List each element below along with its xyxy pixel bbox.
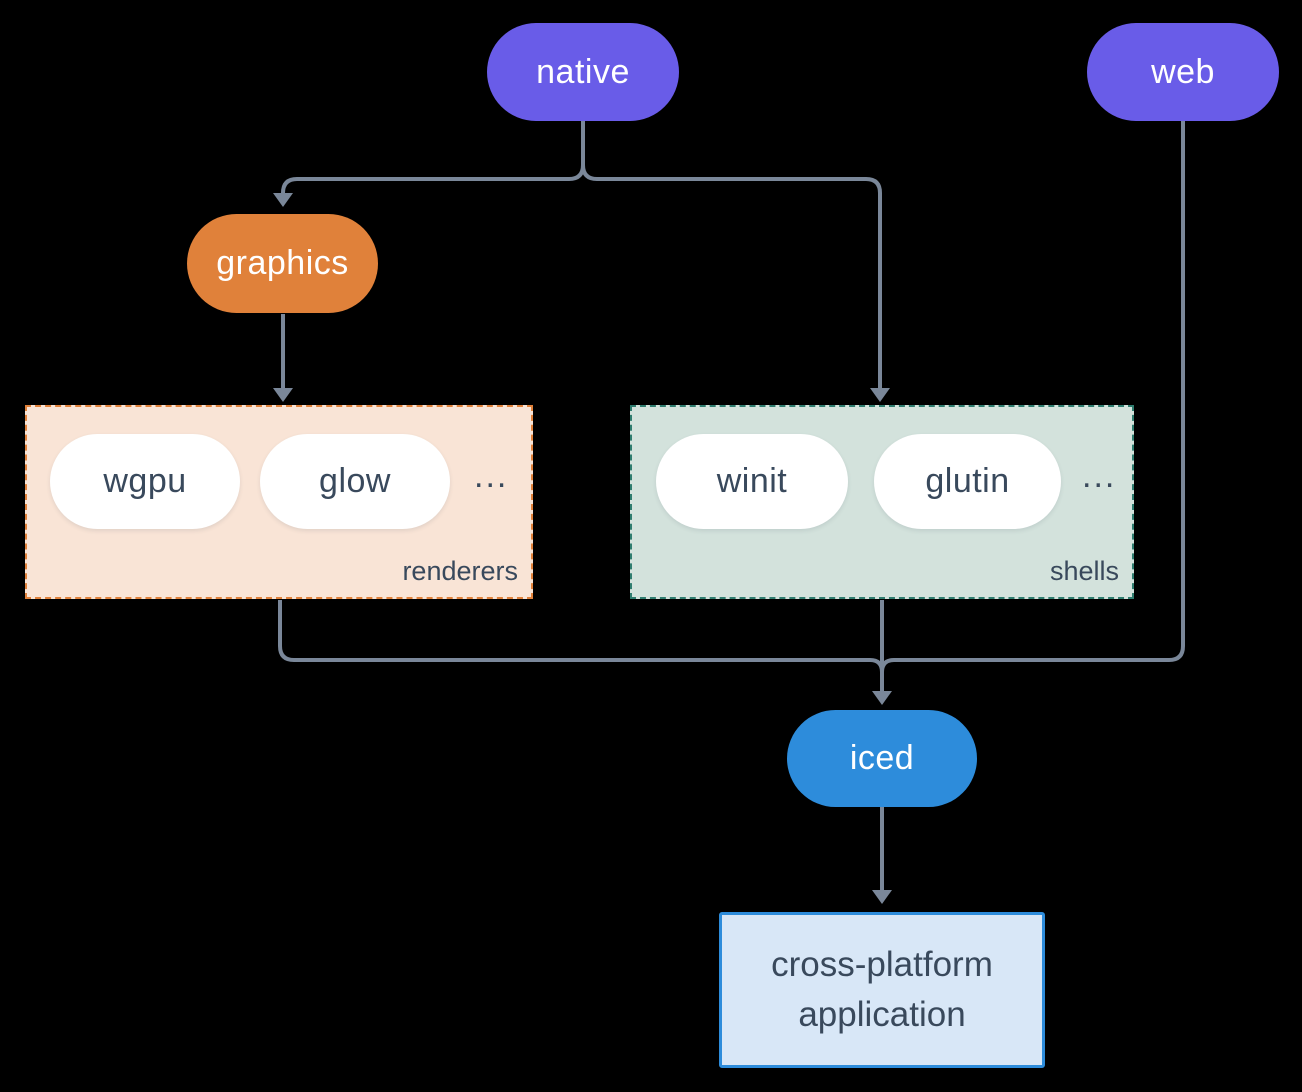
node-winit: winit [656, 434, 848, 529]
node-application: cross-platform application [719, 912, 1045, 1068]
renderers-ellipsis: ... [474, 457, 509, 495]
node-iced: iced [787, 710, 977, 807]
application-label-line1: cross-platform [771, 945, 993, 985]
group-renderers: wgpu glow ... renderers [25, 405, 533, 599]
arrowhead-renderers [273, 388, 293, 402]
shells-ellipsis: ... [1082, 457, 1117, 495]
node-graphics: graphics [187, 214, 378, 313]
shells-group-label: shells [1049, 556, 1119, 586]
wire-native-to-shells [581, 164, 882, 388]
node-web: web [1087, 23, 1279, 121]
renderers-group-label: renderers [402, 556, 518, 586]
arrowhead-graphics [273, 193, 293, 207]
node-glow: glow [260, 434, 450, 529]
node-wgpu: wgpu [50, 434, 240, 529]
node-glutin: glutin [874, 434, 1061, 529]
wire-native-to-graphics [281, 164, 585, 194]
application-label-line2: application [798, 995, 966, 1034]
wire-renderers-to-iced [278, 600, 884, 673]
arrowhead-application [872, 890, 892, 904]
arrowhead-iced [872, 691, 892, 705]
group-shells: winit glutin ... shells [630, 405, 1134, 599]
arrowhead-shells [870, 388, 890, 402]
node-native: native [487, 23, 679, 121]
